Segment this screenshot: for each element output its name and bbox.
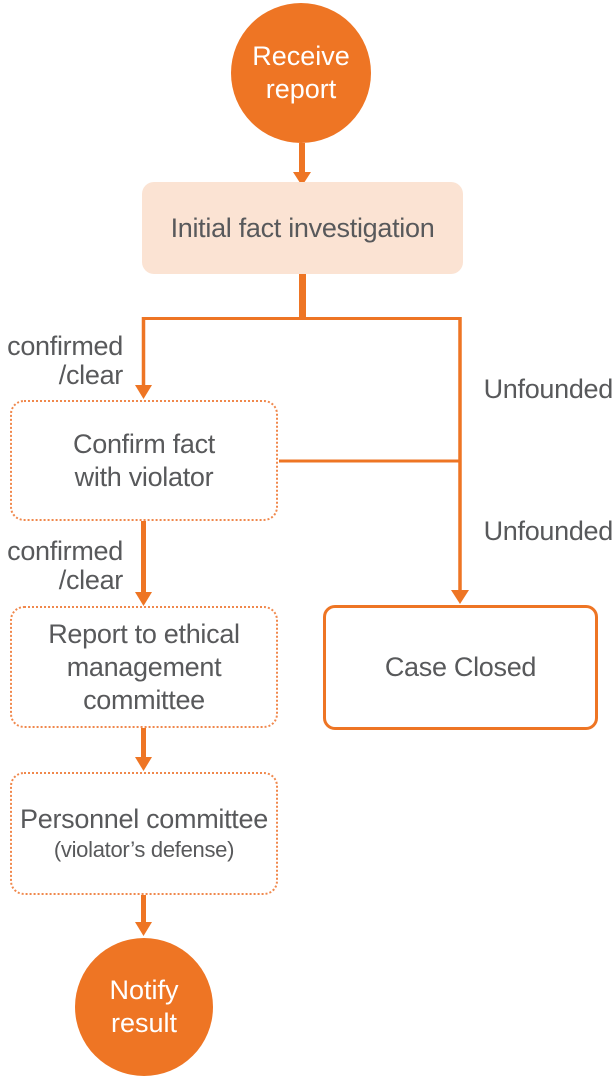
arrowhead-report-to-personnel <box>135 757 152 771</box>
node-confirm-fact-with-violator: Confirm fact with violator <box>10 400 278 521</box>
node-personnel-committee: Personnel committee (violator’s defense) <box>10 772 278 895</box>
arrowhead-branch-to-case-closed <box>451 590 469 604</box>
node-notify-result-label: Notify result <box>109 975 179 1038</box>
node-confirm-fact-with-violator-label: Confirm fact with violator <box>73 428 215 492</box>
label-confirmed-clear-1: confirmed /clear <box>7 331 123 390</box>
label-unfounded-1: Unfounded <box>483 374 614 404</box>
label-confirmed-clear-2: confirmed /clear <box>7 536 123 595</box>
node-personnel-committee-sublabel: (violator’s defense) <box>53 837 235 862</box>
arrowhead-confirm-to-report <box>135 592 152 606</box>
node-personnel-committee-label: Personnel committee <box>20 804 268 834</box>
node-report-to-ethical-management-committee-label: Report to ethical management committee <box>48 618 240 715</box>
node-receive-report-label: Receive report <box>252 41 350 104</box>
label-unfounded-2: Unfounded <box>483 516 614 546</box>
node-case-closed: Case Closed <box>323 605 598 730</box>
node-notify-result: Notify result <box>75 938 213 1076</box>
node-case-closed-label: Case Closed <box>384 652 537 682</box>
arrowhead-branch-to-confirm <box>135 385 152 399</box>
node-receive-report: Receive report <box>231 3 371 143</box>
node-initial-fact-investigation-label: Initial fact investigation <box>170 212 435 243</box>
node-report-to-ethical-management-committee: Report to ethical management committee <box>10 606 278 728</box>
arrowhead-personnel-to-notify <box>135 922 152 936</box>
node-initial-fact-investigation: Initial fact investigation <box>142 182 463 274</box>
